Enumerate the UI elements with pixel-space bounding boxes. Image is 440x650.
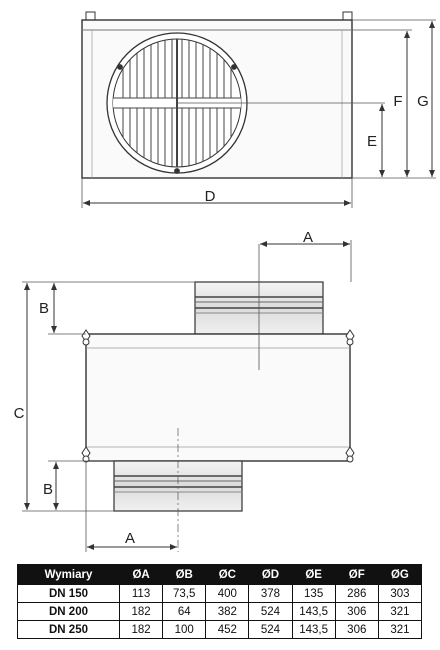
table-cell: 143,5 <box>291 620 336 639</box>
table-cell: 452 <box>205 620 250 639</box>
table-cell: 306 <box>334 602 379 621</box>
grille-screw-left <box>117 64 123 70</box>
grille-screw-right <box>231 64 237 70</box>
top-view <box>81 11 436 208</box>
dim-label-F: F <box>393 93 402 110</box>
table-row: DN 150 113 73,5 400 378 135 286 303 <box>17 584 423 603</box>
dim-label-B-bottom: B <box>43 481 53 498</box>
grille-screw-bottom <box>174 168 180 174</box>
table-cell: 303 <box>377 584 423 603</box>
table-cell: DN 200 <box>17 602 120 621</box>
table-cell: 182 <box>118 602 164 621</box>
table-cell: 321 <box>377 602 423 621</box>
plenum-box-side <box>85 333 351 462</box>
table-cell: 182 <box>118 620 164 639</box>
table-header-cell: ØD <box>248 564 293 585</box>
table-cell: 64 <box>162 602 207 621</box>
table-cell: DN 250 <box>17 620 120 639</box>
table-cell: 143,5 <box>291 602 336 621</box>
table-header-cell: ØC <box>205 564 250 585</box>
table-row: DN 200 182 64 382 524 143,5 306 321 <box>17 602 423 621</box>
dim-label-A-top: A <box>303 229 313 246</box>
table-header-cell: ØG <box>377 564 423 585</box>
mounting-brackets <box>81 329 355 463</box>
table-cell: 100 <box>162 620 207 639</box>
dim-label-A-bottom: A <box>125 530 135 547</box>
table-header-cell: ØF <box>334 564 379 585</box>
table-cell: 524 <box>248 620 293 639</box>
table-cell: 382 <box>205 602 250 621</box>
dim-label-B-top: B <box>39 300 49 317</box>
technical-drawing: D E F G <box>14 11 436 552</box>
table-header-cell: ØE <box>291 564 336 585</box>
dimensions-table: Wymiary ØA ØB ØC ØD ØE ØF ØG DN 150 113 … <box>17 564 423 639</box>
table-cell: 113 <box>118 584 164 603</box>
dim-label-E: E <box>367 133 377 150</box>
table-cell: 524 <box>248 602 293 621</box>
table-cell: 286 <box>334 584 379 603</box>
table-header-cell: ØB <box>162 564 207 585</box>
table-cell: 378 <box>248 584 293 603</box>
table-header-cell: ØA <box>118 564 164 585</box>
table-header-row: Wymiary ØA ØB ØC ØD ØE ØF ØG <box>17 564 423 585</box>
dim-label-G: G <box>417 93 429 110</box>
table-cell: 400 <box>205 584 250 603</box>
table-header-cell: Wymiary <box>17 564 120 585</box>
dim-label-C: C <box>14 405 25 422</box>
table-cell: DN 150 <box>17 584 120 603</box>
table-cell: 321 <box>377 620 423 639</box>
bottom-spigot <box>113 460 243 512</box>
table-cell: 135 <box>291 584 336 603</box>
table-row: DN 250 182 100 452 524 143,5 306 321 <box>17 620 423 639</box>
table-cell: 306 <box>334 620 379 639</box>
side-view <box>22 240 355 552</box>
dim-label-D: D <box>205 188 216 205</box>
table-cell: 73,5 <box>162 584 207 603</box>
